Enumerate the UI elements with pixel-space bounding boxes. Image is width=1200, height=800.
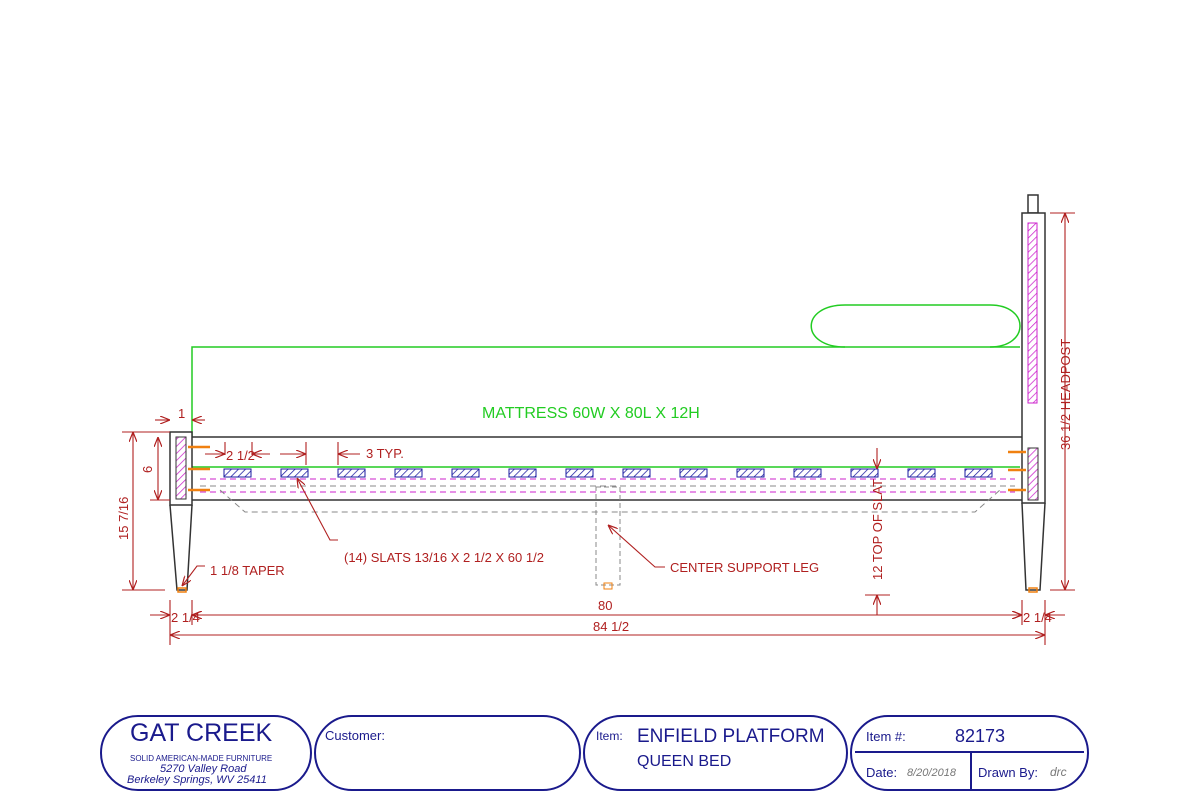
dim-inner-length: 80 <box>598 598 612 613</box>
dim-left-post-width: 2 1/4 <box>171 610 200 625</box>
item-number: 82173 <box>955 726 1005 746</box>
dim-rail-height: 6 <box>140 466 155 473</box>
title-block <box>100 715 1089 791</box>
mattress-outline <box>191 304 1021 468</box>
dimension-lines <box>122 212 1075 645</box>
slat <box>736 468 765 478</box>
slat <box>394 468 423 478</box>
slat <box>337 468 366 478</box>
slat <box>907 468 936 478</box>
date-label: Date: <box>866 765 897 780</box>
address-line2: Berkeley Springs, WV 25411 <box>127 774 267 786</box>
slat <box>223 468 252 478</box>
dim-right-post-width: 2 1/4 <box>1023 610 1052 625</box>
dim-slat-top-height: 12 TOP OF SLAT <box>870 479 885 580</box>
item-number-label: Item #: <box>866 729 906 744</box>
slat <box>280 468 309 478</box>
foot-post <box>169 431 193 593</box>
head-post <box>1021 194 1046 593</box>
slats <box>223 468 993 478</box>
dim-overall-length: 84 1/2 <box>593 619 629 634</box>
slat <box>622 468 651 478</box>
mattress-label: MATTRESS 60W X 80L X 12H <box>482 405 700 422</box>
hardware-left <box>188 445 210 492</box>
slat <box>850 468 879 478</box>
date-value: 8/20/2018 <box>907 767 957 779</box>
slat <box>679 468 708 478</box>
side-rail <box>192 436 1022 501</box>
note-center-leg: CENTER SUPPORT LEG <box>670 560 819 575</box>
pillow <box>810 304 1021 348</box>
dim-headpost-height: 36 1/2 HEADPOST <box>1058 339 1073 450</box>
note-slats: (14) SLATS 13/16 X 2 1/2 X 60 1/2 <box>344 550 544 565</box>
address-line1: 5270 Valley Road <box>160 763 247 775</box>
slat <box>964 468 993 478</box>
drawn-by-value: drc <box>1050 765 1067 779</box>
item-name-line1: ENFIELD PLATFORM <box>637 726 825 747</box>
note-taper: 1 1/8 TAPER <box>210 563 285 578</box>
dim-footpost-height: 15 7/16 <box>116 497 131 540</box>
dim-post-width-top: 1 <box>178 406 185 421</box>
item-name-line2: QUEEN BED <box>637 753 731 770</box>
company-logo: GAT CREEK <box>130 719 272 747</box>
center-support-leg <box>595 486 621 586</box>
dim-slat-gap: 2 1/2 <box>226 448 255 463</box>
customer-label: Customer: <box>325 728 385 743</box>
slat <box>793 468 822 478</box>
dim-slat-spacing: 3 TYP. <box>366 446 404 461</box>
item-label: Item: <box>596 729 623 743</box>
company-tagline: SOLID AMERICAN-MADE FURNITURE <box>130 754 272 763</box>
drawn-by-label: Drawn By: <box>978 765 1038 780</box>
slat <box>451 468 480 478</box>
slat <box>508 468 537 478</box>
hardware-right <box>1008 450 1026 492</box>
slat <box>565 468 594 478</box>
